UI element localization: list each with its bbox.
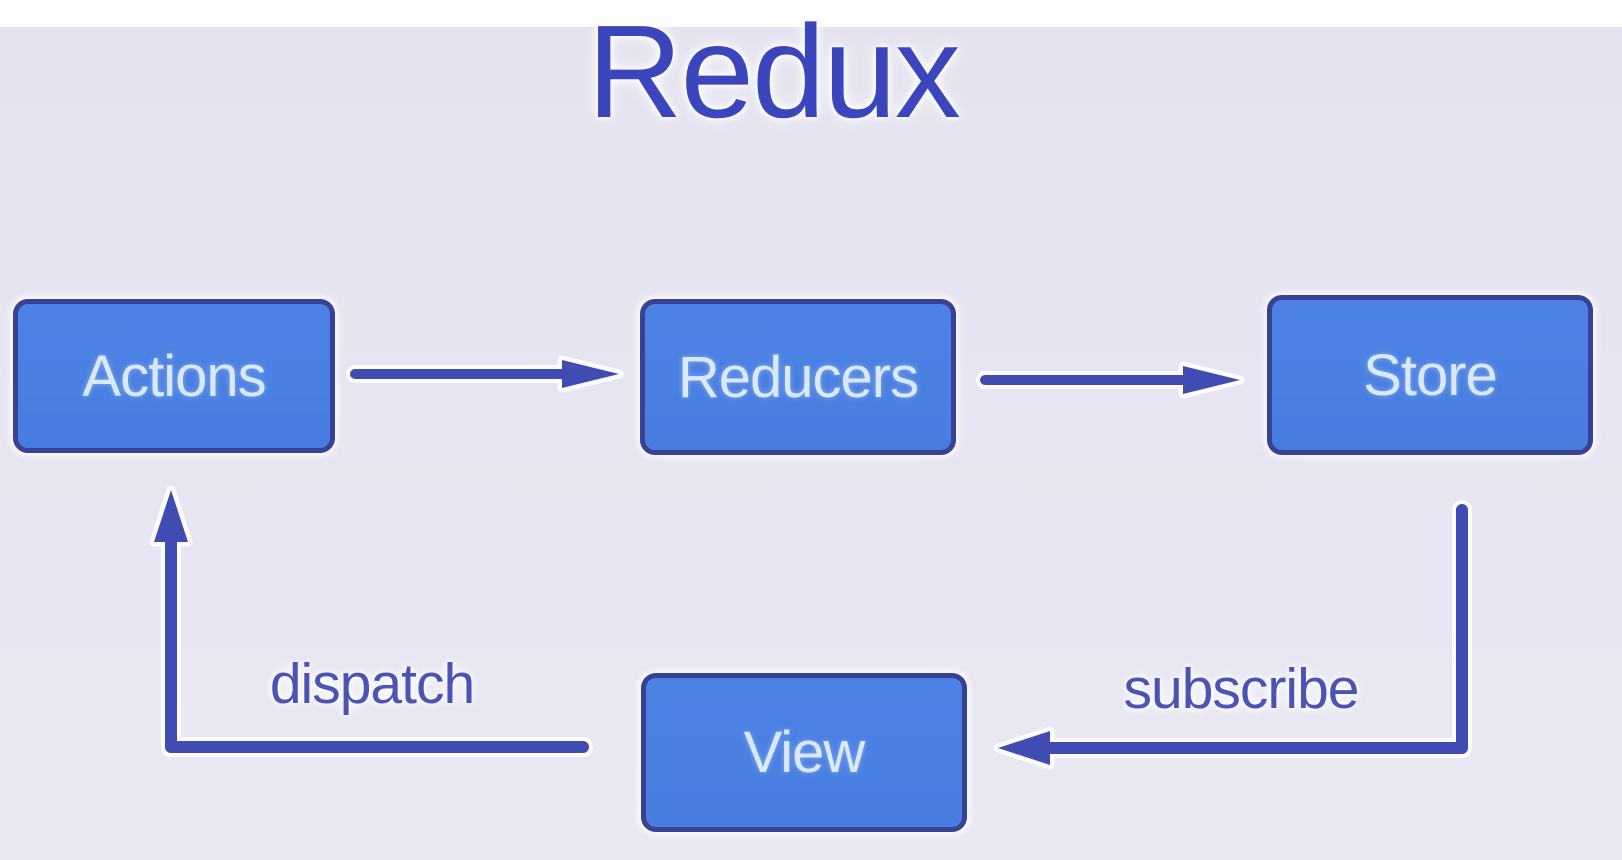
diagram-title: Redux (587, 0, 961, 145)
node-view: View (641, 673, 967, 832)
top-white-strip (0, 0, 1622, 27)
node-reducers: Reducers (640, 299, 956, 455)
node-reducers-label: Reducers (677, 344, 919, 410)
node-store: Store (1267, 295, 1593, 455)
node-actions-label: Actions (82, 343, 266, 409)
edge-label-dispatch: dispatch (269, 652, 475, 716)
node-actions: Actions (13, 299, 335, 453)
node-store-label: Store (1363, 342, 1498, 408)
edge-label-subscribe: subscribe (1123, 657, 1360, 721)
node-view-label: View (743, 720, 866, 785)
